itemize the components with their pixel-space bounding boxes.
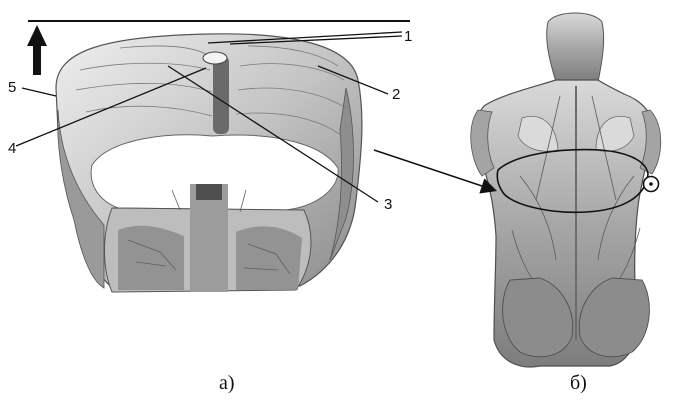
caption-panel-a: а) xyxy=(219,373,235,393)
up-arrow-icon xyxy=(27,25,47,75)
panel-b-illustration xyxy=(471,13,661,367)
callout-label-4: 4 xyxy=(8,141,16,156)
callout-label-2: 2 xyxy=(392,87,400,102)
callout-label-5: 5 xyxy=(8,80,16,95)
caption-panel-b: б) xyxy=(570,373,587,393)
callout-label-3: 3 xyxy=(384,197,392,212)
panel-a-illustration xyxy=(16,21,410,292)
callout-label-1: 1 xyxy=(404,29,412,44)
dot-circle-icon xyxy=(644,177,659,192)
